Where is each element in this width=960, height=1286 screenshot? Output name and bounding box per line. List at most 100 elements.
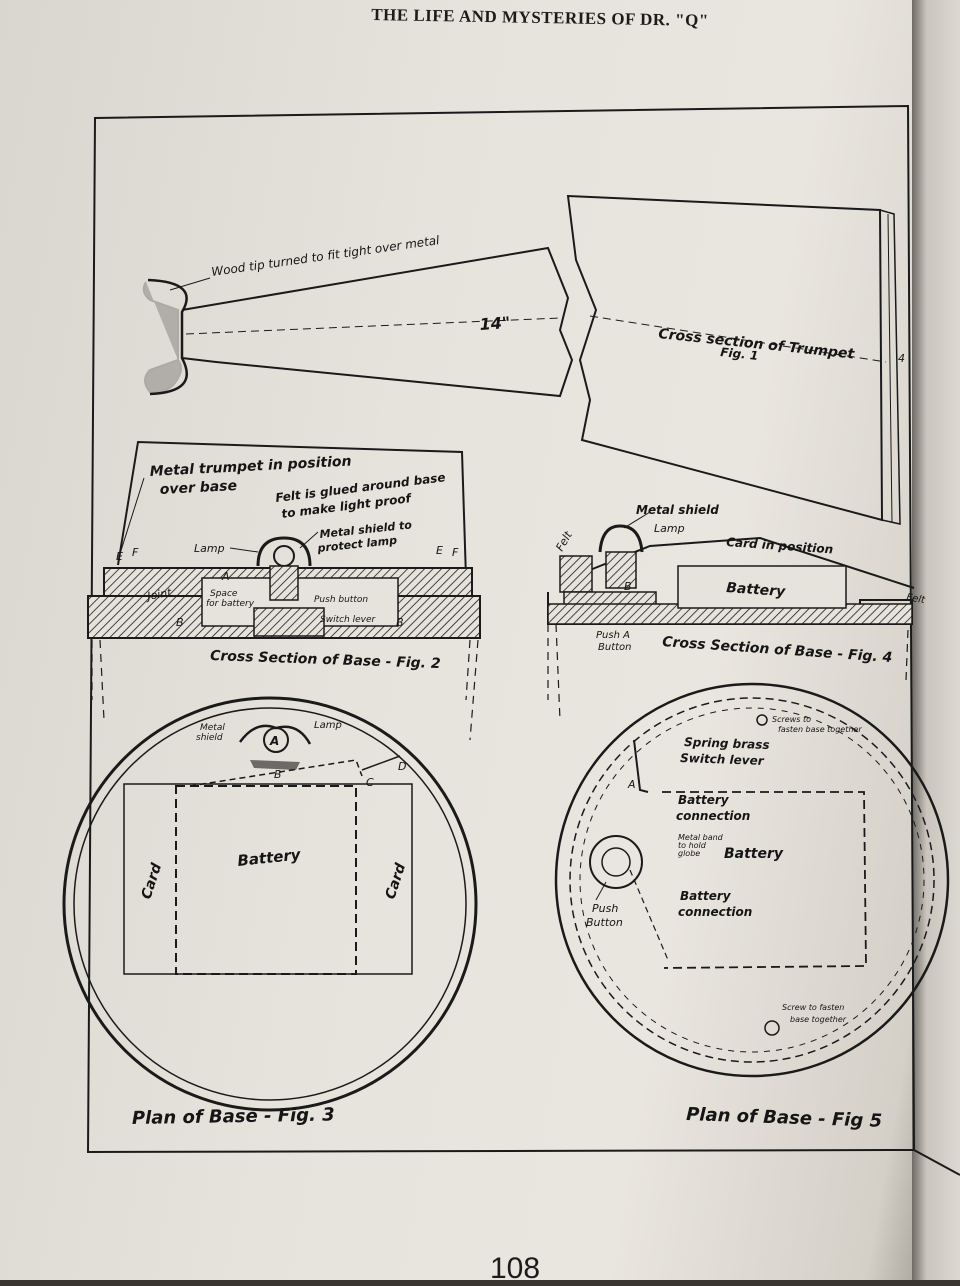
fig3-battery-label: Battery (237, 845, 303, 870)
fig4-battery-box (677, 565, 847, 609)
fig5-push-label-2: Button (586, 916, 623, 929)
facing-page-edge (912, 0, 960, 1280)
fig4-felt-label: Felt (553, 529, 575, 554)
fig5-push-leader (595, 881, 607, 901)
fig5-band-label-3: globe (678, 849, 700, 858)
fig3-card-right-label: Card (383, 861, 410, 902)
fig4-shield-block (559, 555, 593, 593)
fig2-letter-b2: B (396, 616, 404, 629)
fig5-battery-conn-top-1: Battery (678, 793, 730, 807)
frame-continuation (913, 1149, 960, 1176)
fig5-band-label-1: Metal band (678, 833, 724, 842)
fig5-lamp-inner (601, 847, 631, 877)
fig1-caption-line2: Fig. 1 (720, 345, 759, 363)
fig2-letter-b1: B (176, 616, 184, 629)
trumpet-rim (879, 209, 901, 525)
fig5-caption: Plan of Base - Fig 5 (686, 1104, 883, 1132)
fig4-lamp-socket (605, 551, 637, 589)
trumpet-body-left (181, 246, 574, 398)
trumpet-centerline-left (185, 317, 561, 335)
fig2-letter-a: A (221, 570, 230, 583)
fig3-plan (62, 696, 478, 1112)
fig4-cross-section (547, 511, 915, 721)
fig3-shield-label-1: Metal (200, 723, 225, 733)
fig5-felt-circle (579, 707, 925, 1053)
fig5-battery-label: Battery (724, 846, 784, 862)
lamp-socket (269, 565, 299, 601)
fig2-letter-f2: F (452, 546, 459, 559)
fig3-lamp-base (250, 760, 300, 770)
fig4-shield-label: Metal shield (636, 503, 719, 517)
fig5-lamp-globe (589, 835, 643, 889)
fig5-battery-conn-top-2: connection (676, 809, 750, 823)
fig4-push-label-2: Button (598, 642, 632, 653)
trumpet-length-label: 14" (479, 313, 511, 334)
fig3-caption: Plan of Base - Fig. 3 (132, 1104, 335, 1129)
fig3-letter-a: A (269, 734, 279, 748)
fig2-trumpet-label-2: over base (159, 478, 237, 498)
fig4-caption: Cross Section of Base - Fig. 4 (662, 634, 893, 666)
fig2-letter-e2: E (436, 544, 443, 557)
fig3-letter-c: C (366, 776, 374, 789)
fig2-space-label-1: Space (210, 589, 238, 599)
trumpet-body-right (566, 194, 884, 522)
fig2-leader-1 (117, 477, 145, 561)
fig5-battery-box (662, 791, 867, 969)
fig5-switch-label-1: Spring brass (684, 735, 770, 752)
fig5-inner-circle (569, 697, 935, 1063)
fig5-screw-bottom (764, 1020, 780, 1036)
fig3-switch-lever (361, 755, 401, 771)
fig5-push-label-1: Push (592, 902, 618, 915)
fig2-push-button-label: Push button (314, 595, 368, 605)
fig5-screws-label-2: fasten base together (778, 725, 862, 734)
fig2-trumpet-label-1: Metal trumpet in position (149, 453, 352, 480)
trumpet-centerline-right (589, 315, 887, 363)
fig5-screw-bottom-label-1: Screw to fasten (782, 1003, 844, 1012)
fig5-screw-bottom-label-2: base together (790, 1015, 847, 1024)
fig4-shield-arc (598, 524, 644, 553)
fig4-letter-b: B (624, 580, 632, 593)
fig4-lamp-label: Lamp (654, 522, 685, 535)
fig5-wire (629, 869, 669, 961)
fig2-leader-2 (299, 531, 319, 549)
fig5-plan (554, 682, 950, 1078)
fig5-outer-circle (554, 682, 950, 1078)
fig2-leader-3 (229, 547, 259, 553)
fig2-space-label-2: for battery (206, 599, 255, 609)
trumpet-outline-fig2 (117, 440, 467, 579)
fig5-battery-conn-bottom-2: connection (678, 905, 752, 919)
fig3-letter-d: D (398, 760, 406, 773)
fig2-joint-label: Joint (144, 586, 173, 603)
push-button-block (253, 607, 325, 637)
fig5-band-label-2: to hold (678, 841, 707, 850)
trumpet-edge-label: 4 (898, 352, 905, 365)
base-inner-circle (73, 707, 467, 1101)
fig3-letter-b: B (274, 768, 282, 781)
lamp-bulb (273, 545, 295, 567)
fig3-shield-label-2: shield (196, 733, 223, 743)
fig2-letter-f1: F (132, 546, 139, 559)
fig4-projection-lines (547, 623, 909, 721)
fig2-letter-e1: E (116, 550, 123, 563)
wood-tip-outline (147, 278, 188, 396)
fig5-screw-top (756, 714, 768, 726)
fig3-lamp (263, 727, 289, 753)
metal-shield-arc (256, 536, 312, 567)
fig5-letter-a: A (627, 778, 636, 791)
fig5-switch-label-2: Switch lever (680, 751, 765, 768)
fig5-screws-label-1: Screws to (772, 715, 811, 724)
fig5-switch-lever (633, 739, 649, 793)
fig2-caption: Cross Section of Base - Fig. 2 (210, 648, 441, 672)
card-rectangle (123, 783, 413, 975)
page-number: 108 (489, 1252, 541, 1285)
fig2-lamp-label: Lamp (194, 542, 225, 555)
battery-rectangle (175, 785, 357, 975)
fig4-push-label-1: Push A (596, 630, 630, 641)
fig1-trumpet (142, 194, 901, 525)
fig4-leader-1 (623, 511, 651, 529)
fig3-lamp-label: Lamp (314, 720, 342, 731)
wood-tip-leader (169, 277, 211, 291)
fig4-card-label: Card in position (726, 535, 834, 556)
fig5-battery-conn-bottom-1: Battery (680, 889, 732, 903)
